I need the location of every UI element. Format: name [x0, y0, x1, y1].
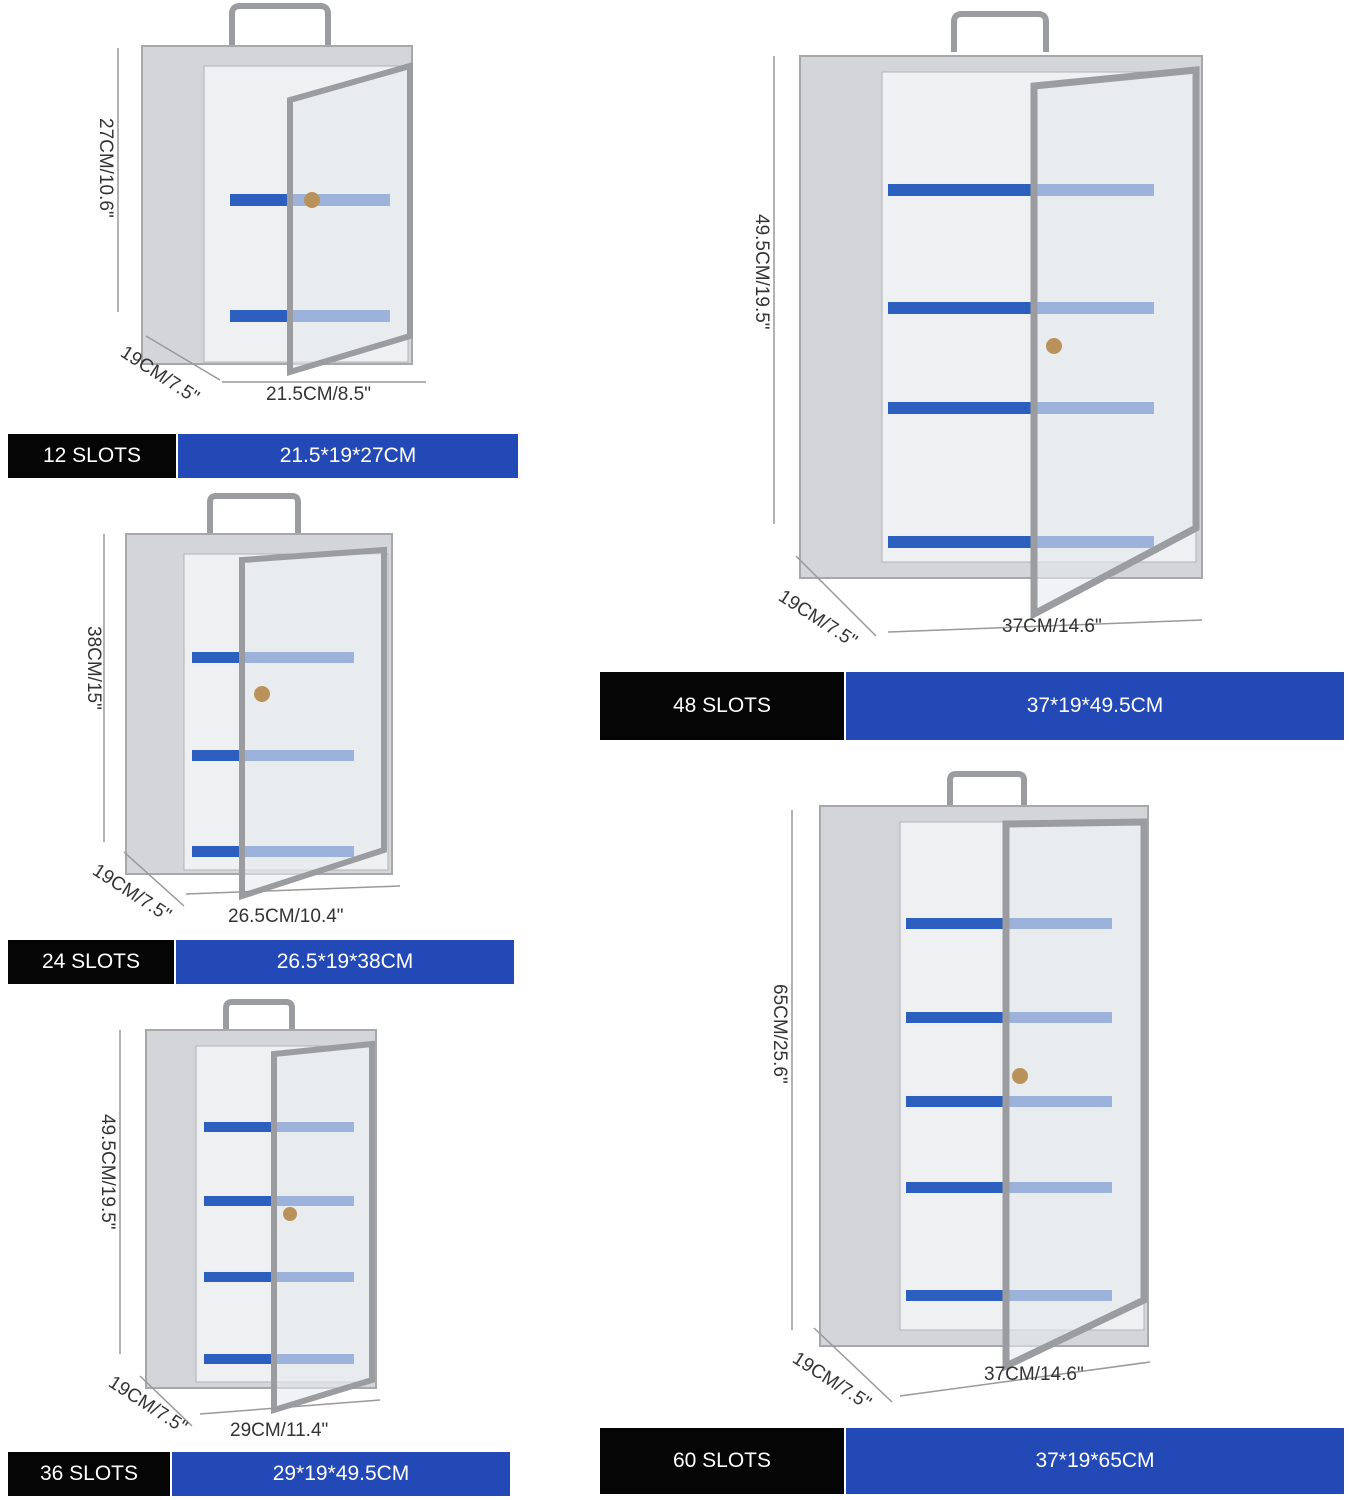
width-dimension: 37CM/14.6" [984, 1364, 1084, 1385]
slot-count-label: 36 SLOTS [8, 1452, 170, 1496]
size-label: 21.5*19*27CM [178, 434, 518, 478]
spec-bar: 60 SLOTS 37*19*65CM [600, 1428, 1344, 1494]
spec-bar: 12 SLOTS 21.5*19*27CM [8, 434, 518, 478]
spec-bar: 24 SLOTS 26.5*19*38CM [8, 940, 514, 984]
spec-bar: 36 SLOTS 29*19*49.5CM [8, 1452, 510, 1496]
height-dimension: 65CM/25.6" [769, 984, 790, 1084]
size-label: 29*19*49.5CM [172, 1452, 510, 1496]
slot-count-label: 12 SLOTS [8, 434, 176, 478]
size-label: 37*19*65CM [846, 1428, 1344, 1494]
slot-count-label: 24 SLOTS [8, 940, 174, 984]
width-dimension: 37CM/14.6" [1002, 616, 1102, 637]
width-dimension: 29CM/11.4" [230, 1420, 329, 1441]
width-dimension: 26.5CM/10.4" [228, 906, 344, 927]
size-label: 26.5*19*38CM [176, 940, 514, 984]
slot-count-label: 60 SLOTS [600, 1428, 844, 1494]
spec-bar: 48 SLOTS 37*19*49.5CM [600, 672, 1344, 740]
slot-count-label: 48 SLOTS [600, 672, 844, 740]
size-label: 37*19*49.5CM [846, 672, 1344, 740]
width-dimension: 21.5CM/8.5" [266, 384, 371, 405]
